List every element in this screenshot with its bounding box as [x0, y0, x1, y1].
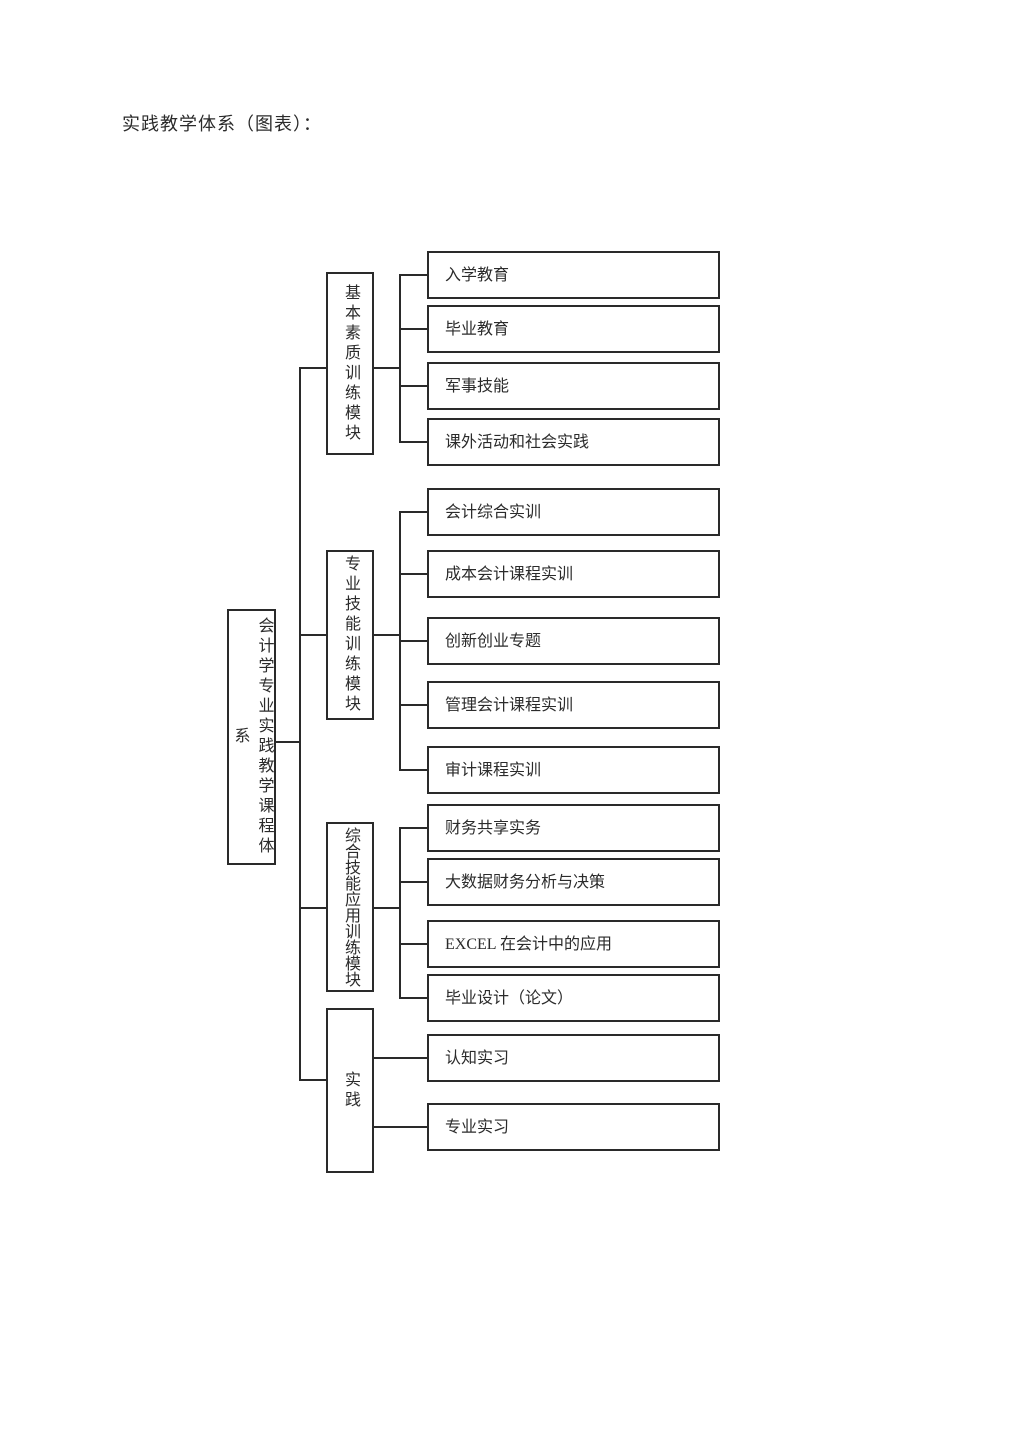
leaf-accounting-comprehensive-training: 会计综合实训 [427, 488, 720, 536]
leaf-audit-course-training: 审计课程实训 [427, 746, 720, 794]
leaf-cost-accounting-course-training: 成本会计课程实训 [427, 550, 720, 598]
leaf-extracurricular-social-practice: 课外活动和社会实践 [427, 418, 720, 466]
leaf-big-data-financial-analysis: 大数据财务分析与决策 [427, 858, 720, 906]
module-professional-skills-training: 专业技能训练模块 [326, 550, 374, 720]
leaf-excel-in-accounting: EXCEL 在会计中的应用 [427, 920, 720, 968]
leaf-graduation-design-thesis: 毕业设计（论文） [427, 974, 720, 1022]
page-title: 实践教学体系（图表）： [122, 114, 322, 134]
module-comprehensive-skills-application: 综合技能应用训练模块 [326, 822, 374, 992]
leaf-cognitive-internship: 认知实习 [427, 1034, 720, 1082]
module-practice: 实践 [326, 1008, 374, 1173]
leaf-innovation-entrepreneurship-topics: 创新创业专题 [427, 617, 720, 665]
module-basic-quality-training: 基本素质训练模块 [326, 272, 374, 455]
leaf-professional-internship: 专业实习 [427, 1103, 720, 1151]
leaf-financial-shared-services: 财务共享实务 [427, 804, 720, 852]
root-box: 会计学专业实践教学课程体系 [227, 609, 276, 865]
leaf-admission-education: 入学教育 [427, 251, 720, 299]
leaf-graduation-education: 毕业教育 [427, 305, 720, 353]
leaf-military-skills: 军事技能 [427, 362, 720, 410]
leaf-management-accounting-course-training: 管理会计课程实训 [427, 681, 720, 729]
